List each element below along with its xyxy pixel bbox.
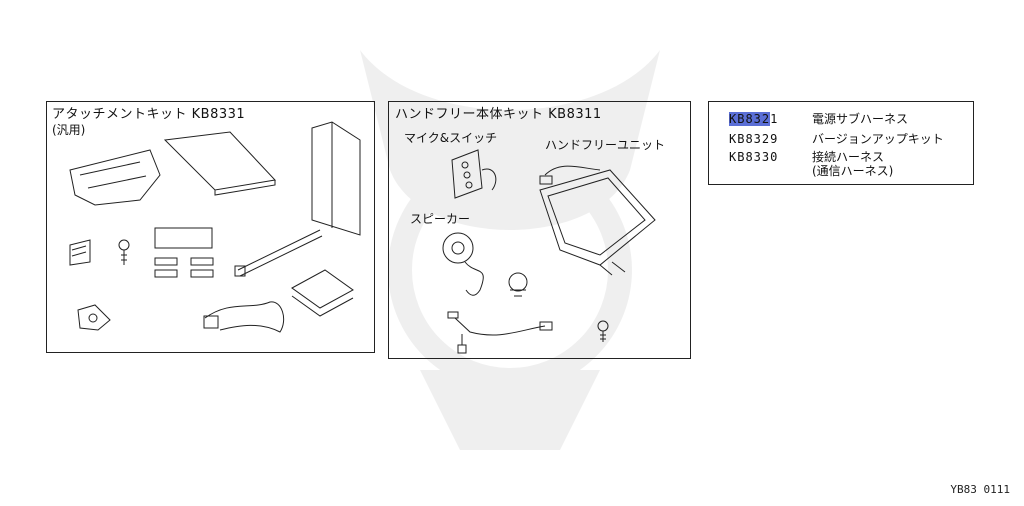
legend-row-3-desc-2: (通信ハーネス) bbox=[812, 164, 894, 178]
handsfree-unit-label: ハンドフリーユニット bbox=[545, 138, 666, 152]
attachment-kit-subtitle: (汎用) bbox=[52, 123, 86, 137]
legend-row-3-desc: 接続ハーネス bbox=[812, 150, 885, 164]
speaker-label: スピーカー bbox=[410, 212, 471, 226]
legend-row-3-code: KB8330 bbox=[729, 150, 779, 164]
legend-row-1-code: KB8321 bbox=[729, 112, 778, 126]
legend-row-2-desc: バージョンアップキット bbox=[812, 132, 944, 146]
attachment-kit-title: アタッチメントキット KB8331 bbox=[52, 107, 246, 122]
handsfree-kit-title: ハンドフリー本体キット KB8311 bbox=[395, 107, 602, 122]
legend-panel bbox=[708, 101, 974, 185]
attachment-kit-panel bbox=[46, 101, 375, 353]
legend-row-1-code-rest: 1 bbox=[770, 112, 779, 126]
mic-switch-label: マイク&スイッチ bbox=[404, 131, 498, 145]
handsfree-kit-panel bbox=[388, 101, 691, 359]
legend-row-1-code-highlight[interactable]: KB832 bbox=[729, 112, 771, 126]
figure-code: YB83 0111 bbox=[950, 483, 1010, 496]
legend-row-1-desc: 電源サブハーネス bbox=[812, 112, 909, 126]
legend-row-2-code: KB8329 bbox=[729, 132, 779, 146]
